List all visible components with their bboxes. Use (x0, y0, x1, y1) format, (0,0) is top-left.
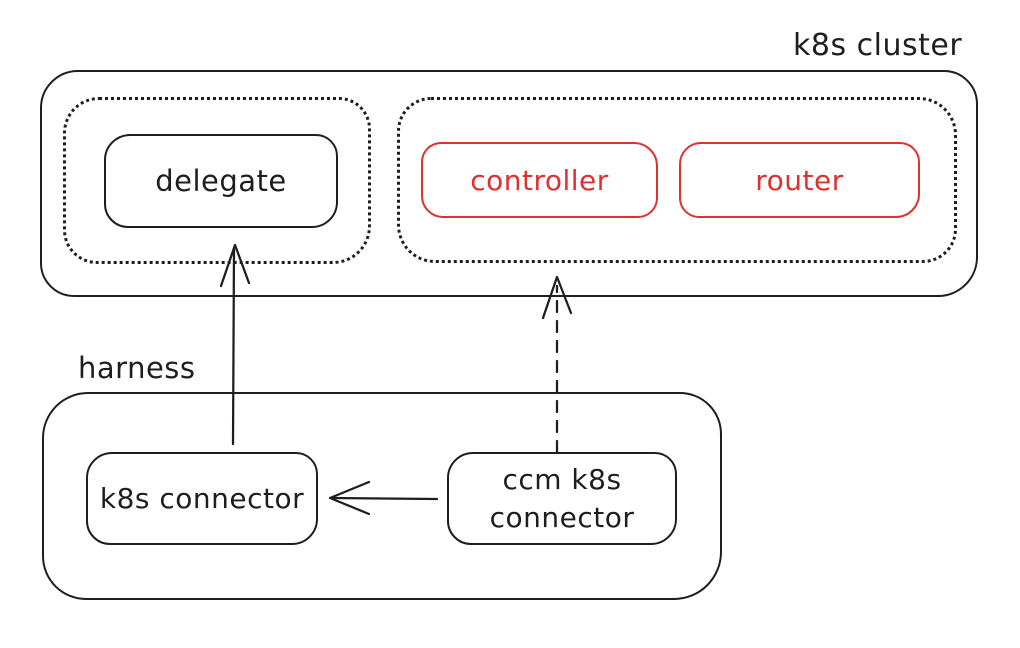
controller-label: controller (470, 163, 609, 197)
delegate-node: delegate (104, 134, 338, 228)
delegate-label: delegate (155, 164, 287, 198)
ccm-k8s-connector-node: ccm k8s connector (447, 452, 677, 545)
controller-node: controller (421, 142, 658, 218)
controller-router-dotted-group (397, 97, 957, 263)
k8s-cluster-container (40, 70, 978, 297)
k8s-cluster-label: k8s cluster (793, 28, 963, 63)
router-node: router (679, 142, 920, 218)
ccm-k8s-connector-label: ccm k8s connector (489, 462, 635, 534)
k8s-connector-label: k8s connector (99, 482, 305, 515)
harness-container (42, 392, 722, 600)
harness-label: harness (78, 351, 196, 385)
k8s-connector-node: k8s connector (86, 452, 318, 545)
delegate-dotted-group (63, 97, 371, 264)
router-label: router (755, 163, 844, 197)
